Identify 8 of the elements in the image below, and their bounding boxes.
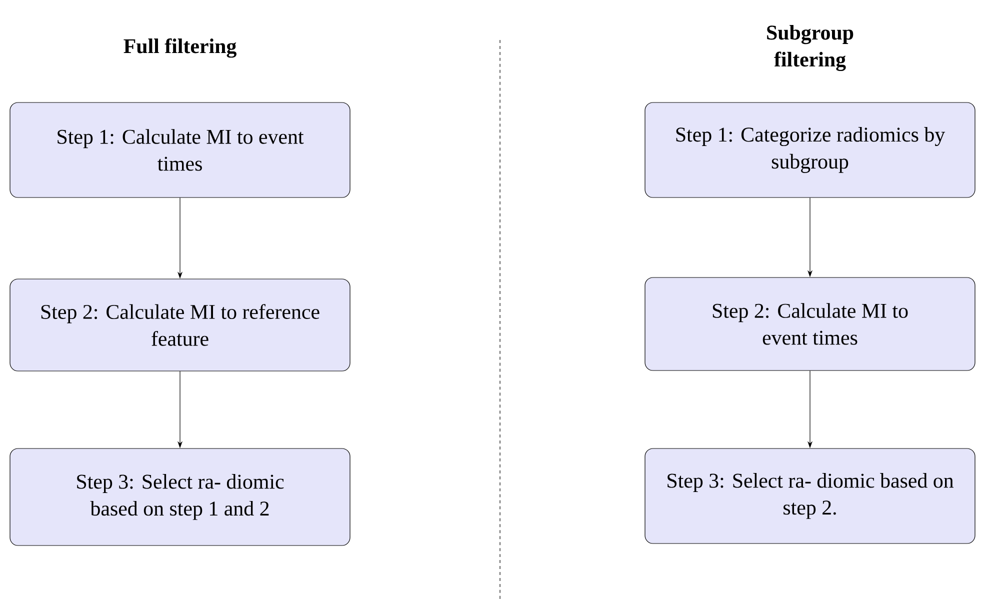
process-box: Step 3: Select ra- diomic based on step 2. — [644, 448, 976, 544]
process-box: Step 2: Calculate MI to reference feature — [10, 278, 350, 372]
process-box: Step 2: Calculate MI to event times — [644, 277, 976, 371]
heading: Full filtering — [124, 38, 236, 58]
process-box: Step 1: Calculate MI to event times — [10, 102, 350, 198]
process-box: Step 1: Categorize radiomics by subgroup — [644, 102, 976, 198]
process-box: Step 3: Select ra- diomic based on step 1 and 2 — [10, 448, 350, 546]
heading: Subgroup filtering — [767, 24, 854, 72]
